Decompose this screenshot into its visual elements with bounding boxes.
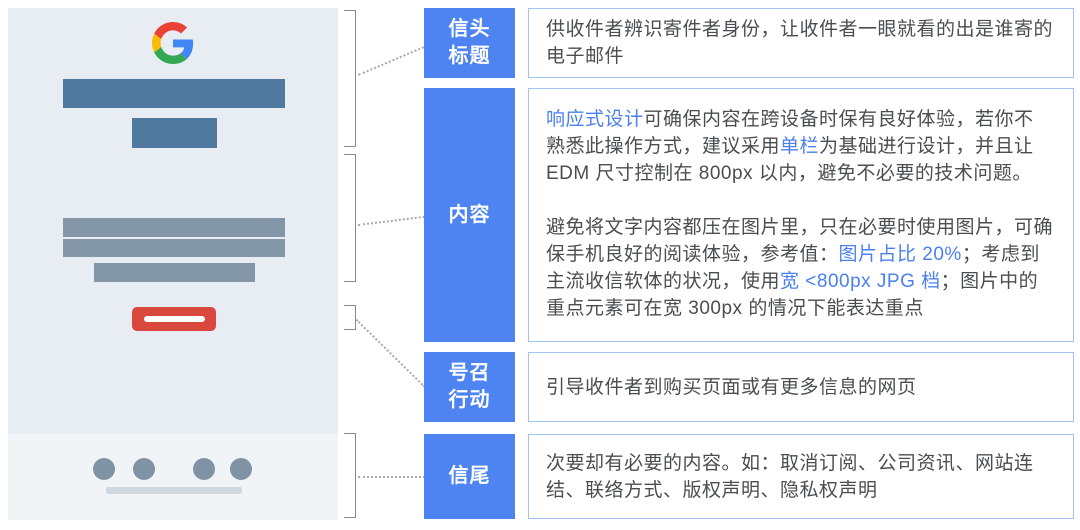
label-text: 号召 [448,362,491,384]
description-text: 供收件者辨识寄件者身份，让收件者一眼就看的出是谁寄的电子邮件 [546,19,1054,67]
label-box-header-title: 信头 标题 [424,8,515,78]
mockup-text-line-1 [63,218,285,237]
desc-box-header-title: 供收件者辨识寄件者身份，让收件者一眼就看的出是谁寄的电子邮件 [528,8,1074,78]
link-image-ratio[interactable]: 图片占比 20% [838,244,962,265]
label-text: 标题 [448,45,491,67]
description-text: ；图片中的重点元素可在宽 300px 的情况下能表达重点 [546,271,1039,319]
desc-box-footer: 次要却有必要的内容。如：取消订阅、公司资讯、网站连结、联络方式、版权声明、隐私权… [528,434,1074,519]
mockup-cta-button [132,307,216,331]
description-paragraph: 避免将文字内容都压在图片里，只在必要时使用图片，可确保手机良好的阅读体验，参考值… [546,214,1053,322]
link-responsive-design[interactable]: 响应式设计 [546,109,644,130]
mockup-headline-bar [63,79,285,108]
connector-header-title [358,44,428,76]
label-text: 信尾 [448,465,491,487]
mockup-footer-social-dot-2 [133,458,155,480]
label-text: 信头 [448,18,491,40]
desc-box-content: 响应式设计可确保内容在跨设备时保有良好体验，若你不熟悉此操作方式，建议采用单栏为… [528,88,1074,342]
label-box-content: 内容 [424,88,515,342]
label-box-footer: 信尾 [424,434,515,519]
desc-box-call-to-action: 引导收件者到购买页面或有更多信息的网页 [528,352,1074,422]
label-box-call-to-action: 号召 行动 [424,352,515,422]
google-logo-icon [152,22,194,64]
description-text: ；考虑到主流收信软体的状况，使用 [546,244,1040,292]
mockup-footer-text-bar [106,487,242,494]
link-jpg-width[interactable]: 宽 <800px JPG 档 [780,271,941,292]
bracket-header-region [344,10,356,147]
email-mockup-panel [8,8,338,520]
bracket-cta-region [344,305,356,330]
mockup-text-line-3 [94,263,255,282]
mockup-footer-social-dot-3 [193,458,215,480]
description-text: 为基础进行设计，并且让 EDM 尺寸控制在 800px 以内，避免不必要的技术问… [546,136,1034,184]
link-single-column[interactable]: 单栏 [780,136,820,157]
mockup-subheadline-bar [132,118,217,148]
connector-content [358,215,425,226]
mockup-cta-button-label-bar [143,316,205,322]
mockup-footer-section [8,434,338,520]
label-text: 行动 [448,389,491,411]
connector-footer [358,476,425,478]
label-text: 内容 [448,203,491,226]
mockup-footer-social-dot-4 [230,458,252,480]
description-paragraph: 响应式设计可确保内容在跨设备时保有良好体验，若你不熟悉此操作方式，建议采用单栏为… [546,106,1053,187]
mockup-footer-social-dot-1 [93,458,115,480]
description-text: 避免将文字内容都压在图片里，只在必要时使用图片，可确保手机良好的阅读体验，参考值… [546,217,1054,265]
bracket-content-region [344,154,356,282]
description-text: 次要却有必要的内容。如：取消订阅、公司资讯、网站连结、联络方式、版权声明、隐私权… [546,452,1034,501]
bracket-footer-region [344,433,356,518]
mockup-text-line-2 [63,239,285,257]
description-text: 可确保内容在跨设备时保有良好体验，若你不熟悉此操作方式，建议采用 [546,109,1034,157]
connector-cta [355,319,426,388]
description-text: 引导收件者到购买页面或有更多信息的网页 [546,376,917,398]
